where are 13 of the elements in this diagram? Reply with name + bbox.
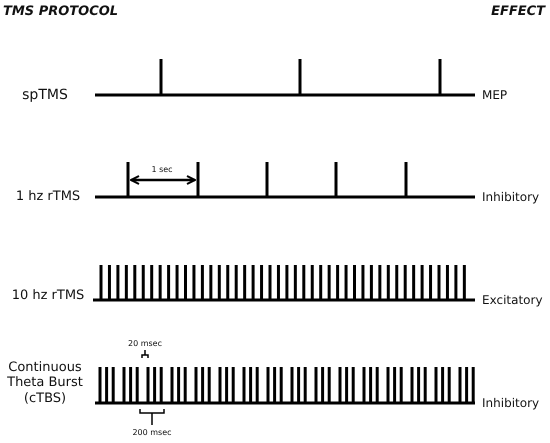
label: MEP — [482, 88, 508, 102]
label: 10 hz rTMS — [12, 288, 84, 304]
label: 1 hz rTMS — [16, 189, 80, 205]
label: Continuous Theta Burst (cTBS) — [6, 360, 84, 406]
label: 1 sec — [151, 165, 173, 175]
label: Excitatory — [482, 292, 543, 308]
label: spTMS — [22, 86, 68, 104]
column-heading: TMS PROTOCOL — [3, 4, 118, 20]
label: Inhibitory — [482, 396, 540, 410]
label: 20 msec — [128, 339, 162, 349]
column-heading: EFFECT — [491, 4, 545, 20]
label: 200 msec — [132, 428, 172, 438]
label: Inhibitory — [482, 190, 540, 204]
